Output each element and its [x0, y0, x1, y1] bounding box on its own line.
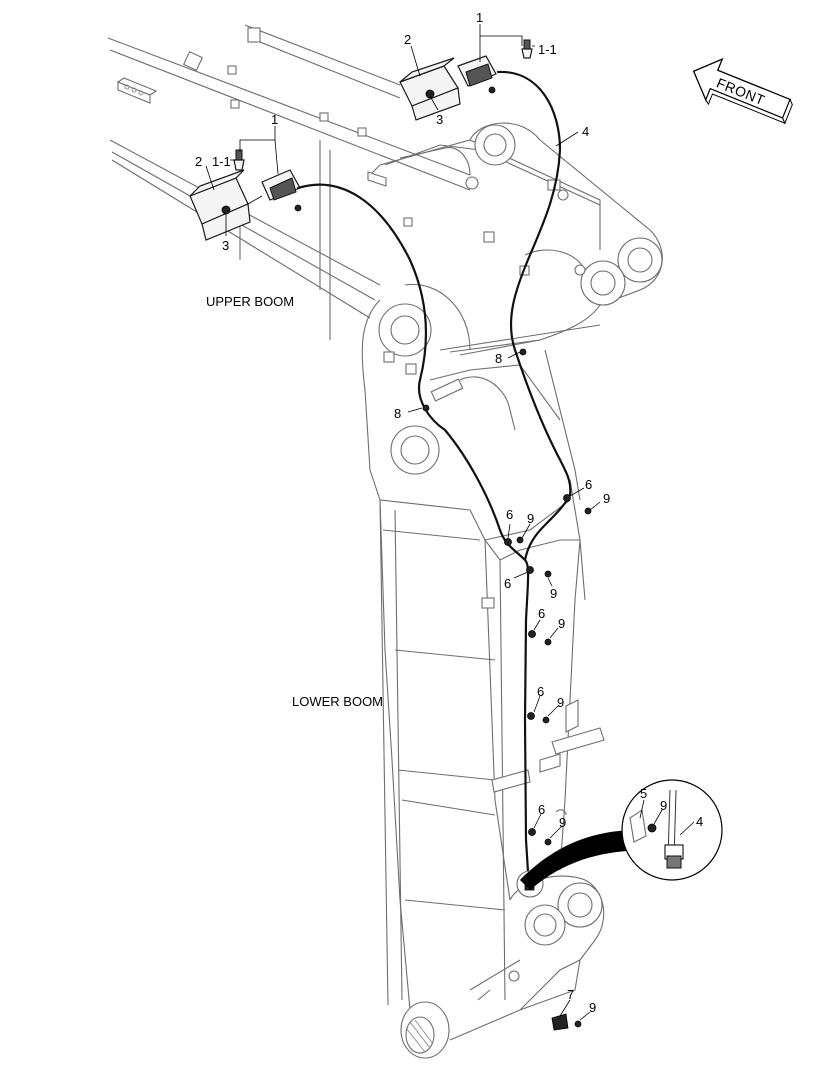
callout-9: 9 [550, 586, 557, 601]
nut-icon [584, 507, 592, 515]
clamp-icon [526, 566, 534, 574]
connector-block-icon [116, 77, 158, 104]
callout-1-1: 1-1 [212, 154, 231, 169]
clamp-icon [422, 404, 430, 412]
foot-pin-icon [400, 1001, 450, 1059]
callout-7: 7 [567, 987, 574, 1002]
bolt-icon [319, 112, 329, 122]
plate-icon [182, 50, 204, 72]
boom-nose-structure [399, 122, 663, 356]
lower-boom-structure [361, 283, 605, 1059]
clamp-icon [527, 712, 535, 720]
callout-4: 4 [582, 124, 589, 139]
callout-9: 9 [559, 815, 566, 830]
work-lamp-left [189, 149, 302, 241]
callout-3: 3 [222, 238, 229, 253]
plate-icon [247, 27, 261, 43]
clamp-icon [504, 538, 512, 546]
bolt-icon [230, 99, 240, 109]
work-lamp-right [399, 39, 533, 121]
callout-8: 8 [495, 351, 502, 366]
callout-5: 5 [640, 786, 647, 801]
leader-lines [205, 24, 695, 1021]
callout-6: 6 [504, 576, 511, 591]
callout-8: 8 [394, 406, 401, 421]
clamp-icon [528, 630, 536, 638]
nut-icon [574, 1020, 582, 1028]
nut-icon [542, 716, 550, 724]
bulb-icon [233, 149, 245, 171]
callout-6: 6 [506, 507, 513, 522]
upper-boom-structure [107, 24, 601, 340]
callout-6: 6 [538, 802, 545, 817]
callout-1: 1 [271, 112, 278, 127]
bracket-icon [565, 699, 579, 733]
callout-3: 3 [436, 112, 443, 127]
nut-icon [544, 638, 552, 646]
callout-9: 9 [558, 616, 565, 631]
callout-9: 9 [527, 511, 534, 526]
callout-6: 6 [537, 684, 544, 699]
nut-icon [516, 536, 524, 544]
bulb-icon [521, 39, 533, 59]
callout-6: 6 [585, 477, 592, 492]
bolt-icon [403, 217, 413, 227]
clamp-icon [563, 494, 571, 502]
front-direction-arrow: FRONT [692, 57, 793, 125]
harness-clamps [422, 348, 592, 1031]
bolt-icon [357, 127, 367, 137]
detail-circle [621, 779, 723, 881]
bolt-icon [227, 65, 237, 75]
bracket-icon [551, 727, 605, 755]
callout-1: 1 [476, 10, 483, 25]
clamp-icon [367, 171, 387, 187]
text-labels: UPPER BOOM LOWER BOOM 1 1-1 2 3 1 1-1 2 … [195, 10, 703, 1015]
callout-4: 4 [696, 814, 703, 829]
bracket-icon [491, 769, 531, 793]
callout-9: 9 [557, 695, 564, 710]
nut-icon [544, 838, 552, 846]
lower-boom-label: LOWER BOOM [292, 694, 383, 709]
nut-icon [647, 823, 657, 833]
bolt-icon [483, 231, 495, 243]
callout-9: 9 [603, 491, 610, 506]
clamp-icon [528, 828, 536, 836]
upper-boom-label: UPPER BOOM [206, 294, 294, 309]
callout-2: 2 [404, 32, 411, 47]
clamp-icon [519, 348, 527, 356]
callout-6: 6 [538, 606, 545, 621]
detail-pointer-icon [520, 830, 640, 890]
detail-view [520, 779, 723, 890]
connector-icon [551, 1013, 569, 1031]
callout-9: 9 [660, 798, 667, 813]
nut-icon [544, 570, 552, 578]
callout-1-1: 1-1 [538, 42, 557, 57]
callout-2: 2 [195, 154, 202, 169]
callout-9: 9 [589, 1000, 596, 1015]
wiring-harness [296, 70, 572, 874]
